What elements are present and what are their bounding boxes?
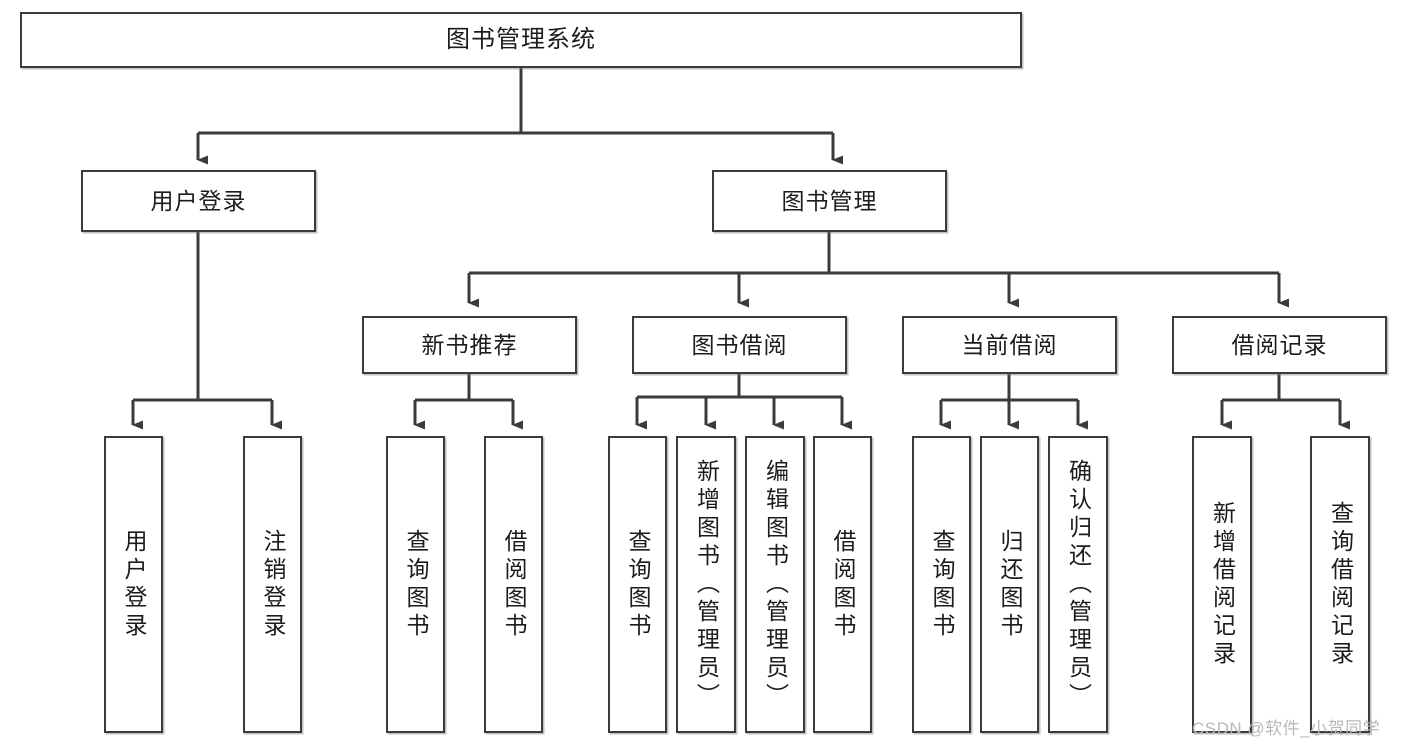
leaf-query-book-recommend[interactable]: 查询图书 xyxy=(386,436,445,733)
csdn-watermark: CSDN @软件_小贺同学 xyxy=(1192,719,1381,738)
leaf-user-login[interactable]: 用户登录 xyxy=(104,436,163,733)
leaf-return-book-label: 归还图书 xyxy=(997,528,1023,641)
node-user-login-label: 用户登录 xyxy=(150,187,247,214)
node-book-management[interactable]: 图书管理 xyxy=(712,170,947,232)
node-new-book-recommend[interactable]: 新书推荐 xyxy=(362,316,577,374)
node-borrow-record-label: 借阅记录 xyxy=(1231,331,1328,358)
node-root[interactable]: 图书管理系统 xyxy=(20,12,1022,68)
leaf-query-book-borrow-label: 查询图书 xyxy=(625,528,651,641)
leaf-add-book-admin[interactable]: 新增图书（管理员） xyxy=(676,436,736,733)
leaf-add-book-admin-label: 新增图书（管理员） xyxy=(693,458,720,711)
leaf-borrow-book-recommend-label: 借阅图书 xyxy=(501,528,527,641)
node-root-label: 图书管理系统 xyxy=(446,26,596,54)
leaf-return-book[interactable]: 归还图书 xyxy=(980,436,1039,733)
leaf-add-borrow-record[interactable]: 新增借阅记录 xyxy=(1192,436,1252,733)
node-new-book-recommend-label: 新书推荐 xyxy=(421,331,518,358)
node-book-management-label: 图书管理 xyxy=(781,187,878,214)
node-user-login[interactable]: 用户登录 xyxy=(81,170,316,232)
leaf-query-book-current[interactable]: 查询图书 xyxy=(912,436,971,733)
leaf-confirm-return-admin-label: 确认归还（管理员） xyxy=(1065,458,1092,711)
leaf-borrow-book-recommend[interactable]: 借阅图书 xyxy=(484,436,543,733)
leaf-query-book-borrow[interactable]: 查询图书 xyxy=(608,436,667,733)
leaf-add-borrow-record-label: 新增借阅记录 xyxy=(1209,500,1236,669)
node-current-borrow-label: 当前借阅 xyxy=(961,331,1058,358)
node-borrow-record[interactable]: 借阅记录 xyxy=(1172,316,1387,374)
leaf-logout-label: 注销登录 xyxy=(260,528,286,641)
leaf-user-login-label: 用户登录 xyxy=(121,528,147,641)
leaf-query-borrow-record-label: 查询借阅记录 xyxy=(1327,500,1354,669)
node-book-borrow-label: 图书借阅 xyxy=(691,331,788,358)
leaf-query-book-recommend-label: 查询图书 xyxy=(403,528,429,641)
leaf-edit-book-admin-label: 编辑图书（管理员） xyxy=(762,458,789,711)
leaf-edit-book-admin[interactable]: 编辑图书（管理员） xyxy=(745,436,805,733)
leaf-borrow-book[interactable]: 借阅图书 xyxy=(813,436,872,733)
leaf-query-book-current-label: 查询图书 xyxy=(929,528,955,641)
node-book-borrow[interactable]: 图书借阅 xyxy=(632,316,847,374)
leaf-confirm-return-admin[interactable]: 确认归还（管理员） xyxy=(1048,436,1108,733)
leaf-borrow-book-label: 借阅图书 xyxy=(830,528,856,641)
leaf-logout[interactable]: 注销登录 xyxy=(243,436,302,733)
leaf-query-borrow-record[interactable]: 查询借阅记录 xyxy=(1310,436,1370,733)
node-current-borrow[interactable]: 当前借阅 xyxy=(902,316,1117,374)
